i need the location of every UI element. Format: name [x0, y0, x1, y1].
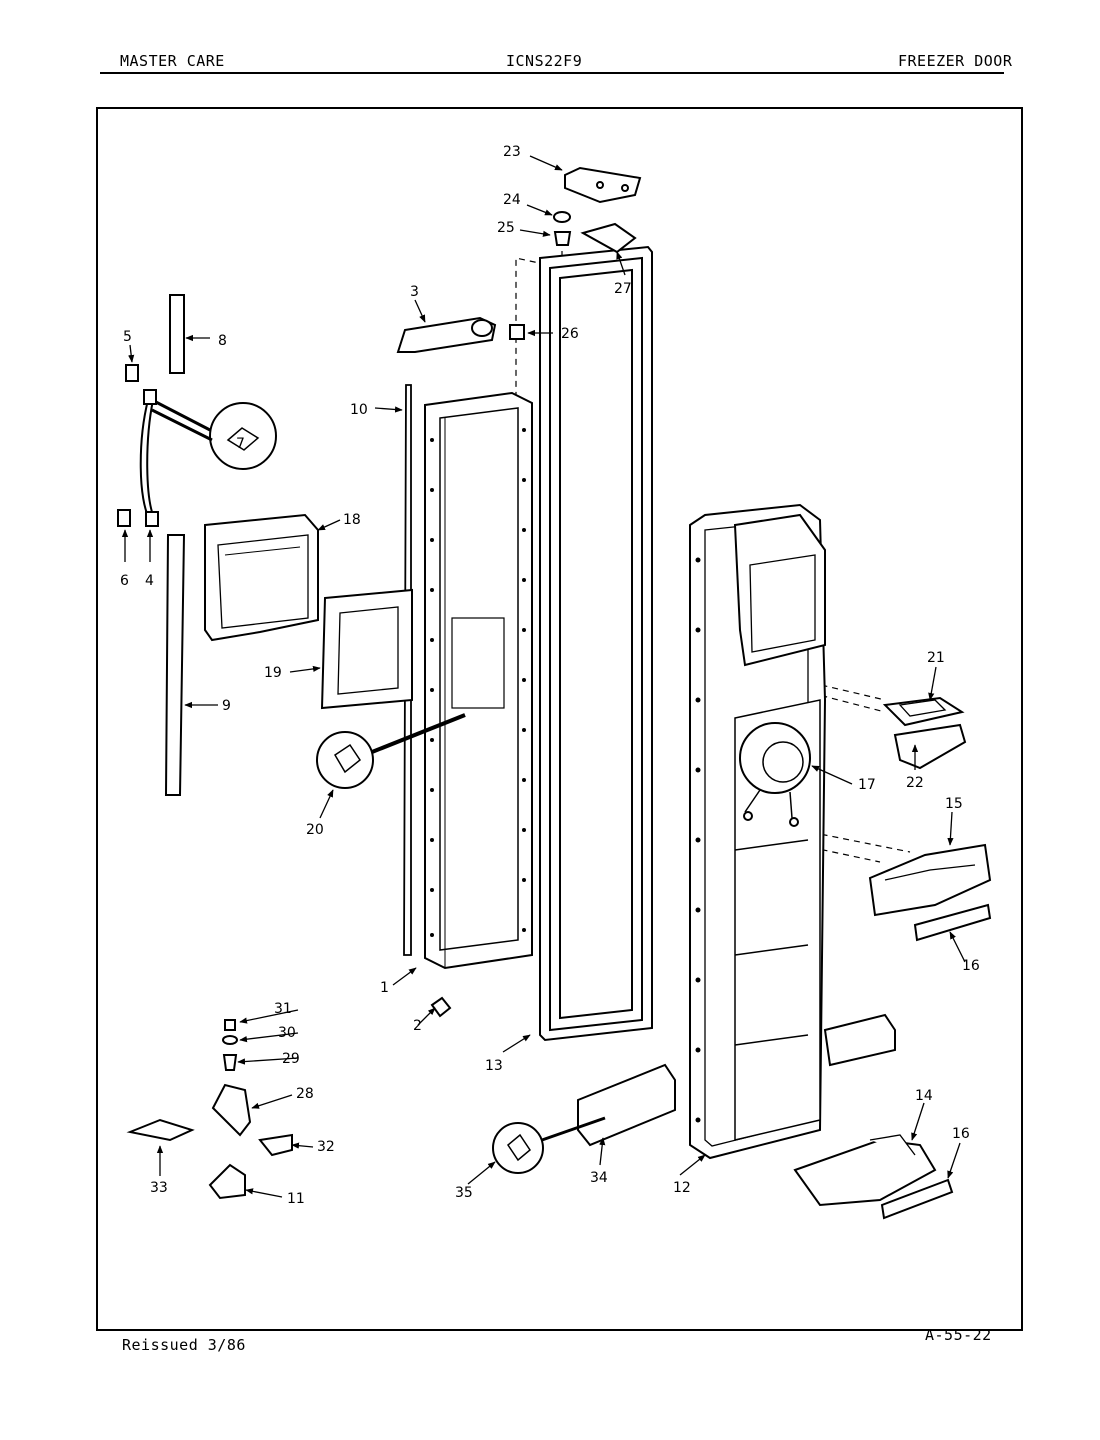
callout-19: 19	[264, 665, 282, 681]
callout-14: 14	[915, 1088, 933, 1104]
part-door-bin-upper	[868, 843, 992, 917]
callout-18: 18	[343, 512, 361, 528]
header-model: ICNS22F9	[506, 52, 583, 70]
callout-5: 5	[123, 329, 132, 345]
callout-17: 17	[858, 777, 876, 793]
part-lower-hinge-cover	[577, 1013, 896, 1147]
callout-labels: 1 2 3 4 5 6 7 8 9 10 11 12 13 14 15 16 1…	[120, 144, 980, 1207]
part-top-hinge	[564, 166, 642, 204]
callout-13: 13	[485, 1058, 503, 1074]
header-brand: MASTER CARE	[120, 52, 225, 70]
part-frame-screw-holes	[430, 428, 526, 937]
callout-26: 26	[561, 326, 579, 342]
callout-11: 11	[287, 1191, 305, 1207]
callout-16-upper: 16	[962, 958, 980, 974]
part-cam-detail	[492, 1116, 606, 1174]
diagram-frame	[96, 107, 1023, 1331]
callout-25: 25	[497, 220, 515, 236]
callout-15: 15	[945, 796, 963, 812]
callout-22: 22	[906, 775, 924, 791]
part-shim-plate	[580, 222, 637, 254]
callout-35: 35	[455, 1185, 473, 1201]
part-top-hinge-cover	[396, 316, 497, 353]
callout-12: 12	[673, 1180, 691, 1196]
callout-4: 4	[145, 573, 154, 589]
part-bushing	[553, 231, 572, 246]
part-square-gasket	[320, 588, 413, 710]
part-dispenser-paddle	[882, 696, 965, 727]
footer-figure-code: A-55-22	[925, 1326, 992, 1344]
part-lower-hinge-group	[126, 1019, 293, 1200]
part-ice-housing	[204, 513, 319, 642]
part-upper-cap	[125, 364, 139, 382]
callout-27: 27	[614, 281, 632, 297]
leader-arrows	[121, 155, 966, 1198]
callout-29: 29	[282, 1051, 300, 1067]
callout-30: 30	[278, 1025, 296, 1041]
callout-2: 2	[413, 1018, 422, 1034]
callout-16-lower: 16	[952, 1126, 970, 1142]
part-door-gasket	[539, 245, 653, 1042]
callout-10: 10	[350, 402, 368, 418]
callout-20: 20	[306, 822, 324, 838]
part-door-liner-frame	[424, 391, 533, 970]
callout-3: 3	[410, 284, 419, 300]
callout-23: 23	[503, 144, 521, 160]
part-panel-screw-holes	[695, 557, 701, 1123]
part-bin-trim-lower	[880, 1178, 954, 1220]
part-door-bin-lower	[793, 1134, 937, 1207]
part-lower-cap	[117, 509, 131, 527]
callout-7: 7	[236, 436, 245, 452]
callout-1: 1	[380, 980, 389, 996]
header-section: FREEZER DOOR	[898, 52, 1013, 70]
callout-28: 28	[296, 1086, 314, 1102]
callout-33: 33	[150, 1180, 168, 1196]
callout-34: 34	[590, 1170, 608, 1186]
part-small-block	[509, 324, 525, 340]
part-long-trim	[164, 534, 186, 796]
header-rule	[100, 72, 1004, 74]
part-nut-detail	[151, 398, 277, 470]
callout-21: 21	[927, 650, 945, 666]
part-handle-cable	[139, 389, 159, 527]
callout-24: 24	[503, 192, 521, 208]
footer-reissued: Reissued 3/86	[122, 1336, 246, 1354]
callout-6: 6	[120, 573, 129, 589]
part-short-trim	[169, 294, 185, 374]
part-outer-door-panel	[689, 503, 827, 1160]
part-nut	[430, 996, 452, 1018]
part-bin-trim-upper	[913, 903, 992, 942]
callout-9: 9	[222, 698, 231, 714]
part-hinge-pin-detail	[316, 713, 466, 789]
part-washer	[553, 211, 571, 223]
part-dispenser-bracket	[893, 723, 967, 770]
callout-32: 32	[317, 1139, 335, 1155]
callout-8: 8	[218, 333, 227, 349]
callout-31: 31	[274, 1001, 292, 1017]
